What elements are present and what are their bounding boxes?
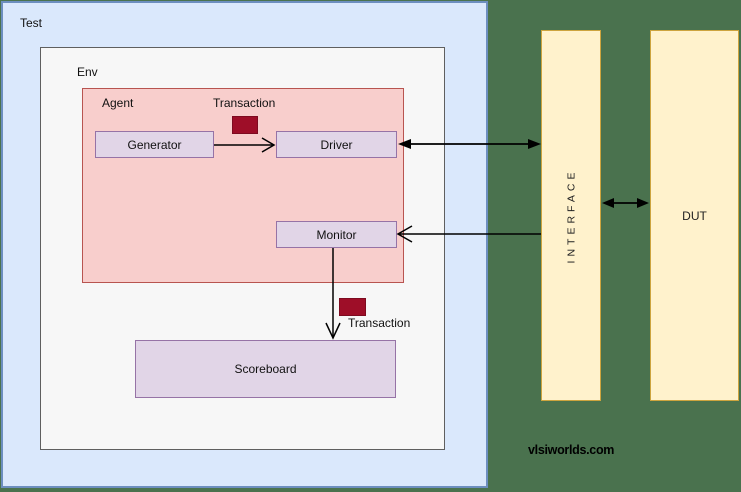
transaction-marker-top — [232, 116, 258, 134]
dut-box: DUT — [650, 30, 739, 401]
interface-box: INTERFACE — [541, 30, 601, 401]
driver-box: Driver — [276, 131, 397, 158]
dut-label: DUT — [682, 208, 707, 223]
watermark-text: vlsiworlds.com — [528, 443, 615, 457]
arrow-interface-dut — [602, 198, 649, 208]
transaction-label-bottom: Transaction — [348, 316, 411, 330]
interface-label: INTERFACE — [565, 168, 577, 263]
agent-label: Agent — [102, 96, 134, 110]
test-label: Test — [20, 16, 43, 30]
driver-label: Driver — [320, 137, 353, 152]
generator-box: Generator — [95, 131, 214, 158]
monitor-box: Monitor — [276, 221, 397, 248]
transaction-label-top: Transaction — [213, 96, 276, 110]
env-label: Env — [77, 65, 98, 79]
monitor-label: Monitor — [316, 227, 357, 242]
transaction-marker-bottom — [339, 298, 366, 316]
scoreboard-label: Scoreboard — [234, 362, 297, 376]
scoreboard-box: Scoreboard — [135, 340, 396, 398]
generator-label: Generator — [127, 137, 182, 152]
